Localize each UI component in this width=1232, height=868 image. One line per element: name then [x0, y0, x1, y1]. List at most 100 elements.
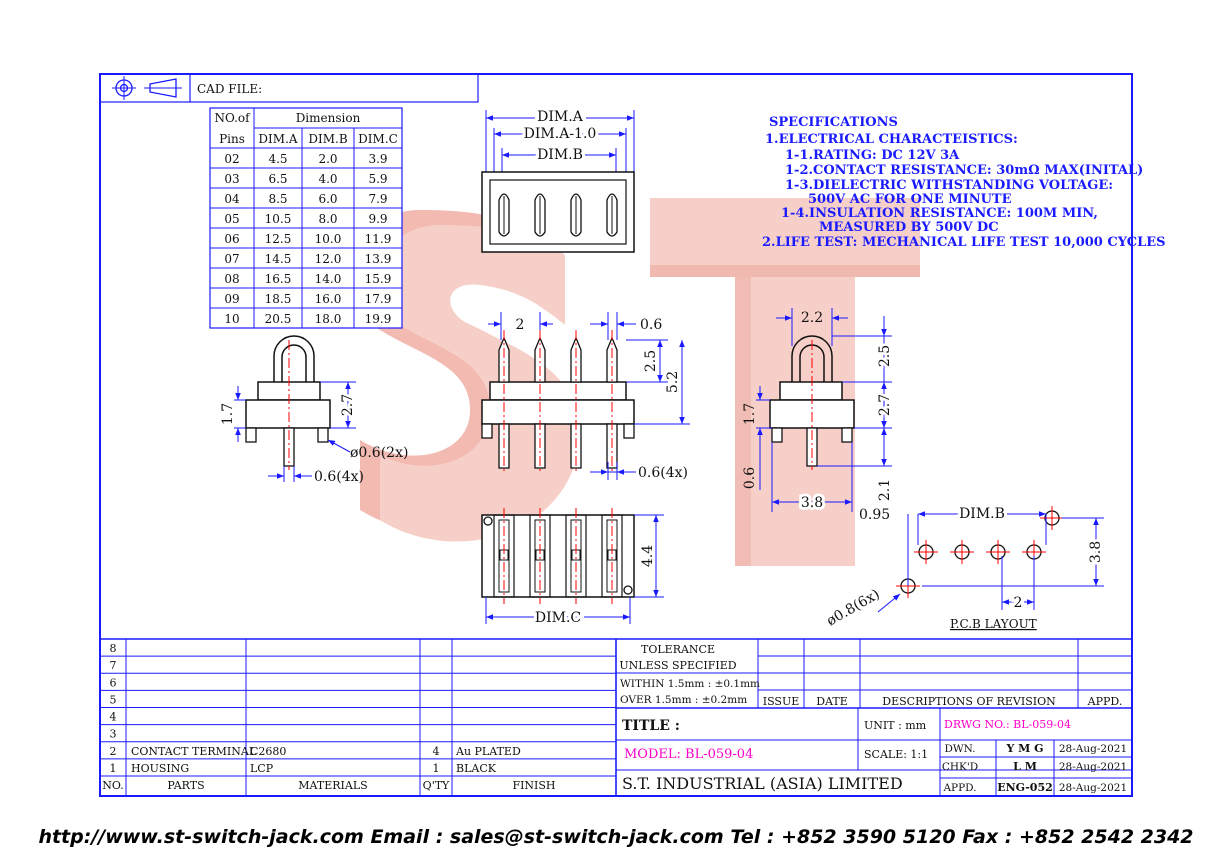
dim-a-minus-label: DIM.A-1.0 [524, 126, 597, 142]
dim-table-cell: 4.5 [268, 152, 287, 166]
dim-table-col-header: DIM.B [308, 132, 347, 146]
dim-table-header-noof: NO.of [214, 111, 251, 125]
tb-sign-date: 28-Aug-2021 [1059, 782, 1127, 794]
tb-row-number: 5 [110, 693, 117, 706]
dim-a-label: DIM.A [537, 109, 584, 125]
tb-sign-name: Y M G [1005, 742, 1043, 755]
left-2-7-label: 2.7 [340, 394, 356, 416]
dim-table-frame [209, 107, 403, 329]
dim-table-cell: 19.9 [365, 312, 392, 326]
tb-sign-name: L M [1013, 760, 1037, 773]
dim-table-cell: 13.9 [365, 252, 392, 266]
dim-table-cell-pins: 10 [224, 312, 239, 326]
bottom-slot-inner [534, 519, 546, 593]
dim-table-cell: 14.0 [315, 272, 342, 286]
tb-part-finish: Au PLATED [455, 745, 521, 758]
tb-tolerance-sub: UNLESS SPECIFIED [619, 659, 736, 672]
tb-part-qty: 4 [433, 745, 440, 758]
front-peg-left [481, 423, 493, 439]
right-2-5-label: 2.5 [877, 345, 893, 367]
left-hole-label: ø0.6(2x) [350, 445, 408, 461]
dim-table-cell: 10.0 [315, 232, 342, 246]
tb-scale: SCALE: 1:1 [864, 748, 928, 761]
tb-part-material: C2680 [250, 745, 286, 758]
dim-table-cell-pins: 09 [224, 292, 239, 306]
dim-table-cell: 3.9 [368, 152, 387, 166]
right-1-7-label: 1.7 [742, 403, 758, 425]
dim-table-col-header: DIM.C [358, 132, 398, 146]
footer-contact-line: http://www.st-switch-jack.com Email : sa… [38, 826, 1194, 848]
dim-table-cell: 17.9 [365, 292, 392, 306]
front-view: 2 0.6 2.5 5.2 0.6(4x) [481, 312, 690, 481]
spec-line-0: 1.ELECTRICAL CHARACTEISTICS: [765, 132, 1018, 147]
tb-parts-header: Q'TY [423, 779, 450, 792]
tb-part-name: HOUSING [131, 762, 189, 775]
left-tail-label: 0.6(4x) [314, 469, 364, 485]
spec-line-1: 1-1.RATING: DC 12V 3A [785, 148, 960, 163]
front-peg-right [623, 423, 635, 439]
dim-table-cell-pins: 03 [224, 172, 239, 186]
cad-file-header: CAD FILE: [99, 73, 479, 103]
cad-file-label: CAD FILE: [197, 82, 262, 96]
dim-b-top-label: DIM.B [537, 147, 583, 163]
tb-parts-header: FINISH [512, 779, 555, 792]
bottom-view: 4.4 DIM.C [481, 508, 664, 629]
dim-table-cell: 7.9 [368, 192, 387, 206]
tb-title-label: TITLE : [622, 718, 680, 734]
tb-appd-header: APPD. [1087, 695, 1123, 708]
tb-model: MODEL: BL-059-04 [624, 747, 753, 762]
bottom-slot-inner [570, 519, 582, 593]
total-height-label: 5.2 [665, 371, 681, 393]
pcb-2-label: 2 [1014, 595, 1023, 611]
dim-table-cell: 14.5 [265, 252, 292, 266]
tb-sign-name: ENG-052 [997, 781, 1053, 794]
tb-drwg-no: DRWG NO.: BL-059-04 [944, 718, 1071, 731]
tb-company: S.T. INDUSTRIAL (ASIA) LIMITED [622, 774, 903, 793]
top-view: DIM.A DIM.A-1.0 DIM.B [481, 106, 635, 253]
tb-parts-header: PARTS [167, 779, 204, 792]
dim-table-cell-pins: 05 [224, 212, 239, 226]
projection-cone-icon [149, 78, 177, 98]
dim-table-cell: 11.9 [365, 232, 392, 246]
dim-table-cell-pins: 04 [224, 192, 240, 206]
dim-table-header-dimension: Dimension [296, 111, 361, 125]
left-side-view: 1.7 2.7 ø0.6(2x) 0.6(4x) [220, 335, 408, 485]
tb-sign-role: CHK'D [942, 761, 978, 773]
dim-table-cell: 9.9 [368, 212, 387, 226]
tail-width-label: 0.6(4x) [638, 465, 688, 481]
dim-table-cell-pins: 07 [224, 252, 239, 266]
spec-line-6: MEASURED BY 500V DC [819, 220, 999, 235]
tb-sign-role: DWN. [944, 743, 975, 755]
pin-width-label: 0.6 [640, 317, 662, 333]
tb-row-number: 4 [110, 711, 117, 724]
dim-table-cell: 8.0 [318, 212, 337, 226]
tb-sign-date: 28-Aug-2021 [1059, 761, 1127, 773]
right-2-1-label: 2.1 [877, 479, 893, 501]
left-1-7-label: 1.7 [220, 403, 236, 425]
tb-sign-date: 28-Aug-2021 [1059, 743, 1127, 755]
tb-issue-header: ISSUE [763, 695, 800, 708]
dim-table-cell: 15.9 [365, 272, 392, 286]
tb-parts-header: MATERIALS [298, 779, 367, 792]
dim-table-cell: 2.0 [318, 152, 337, 166]
dim-table-cell: 20.5 [265, 312, 292, 326]
tb-sign-role: APPD. [942, 782, 976, 794]
pin-height-label: 2.5 [643, 350, 659, 372]
front-pin-top [534, 336, 546, 383]
tb-row-number: 3 [110, 728, 117, 741]
dim-table-header-pins: Pins [219, 132, 245, 146]
pcb-3-8-label: 3.8 [1088, 541, 1104, 563]
tb-part-finish: BLACK [456, 762, 497, 775]
spec-line-7: 2.LIFE TEST: MECHANICAL LIFE TEST 10,000… [762, 235, 1166, 250]
right-2-7-label: 2.7 [877, 394, 893, 416]
pcb-hole-label: ø0.8(6x) [824, 586, 883, 629]
pcb-layout-title: P.C.B LAYOUT [950, 617, 1037, 631]
dim-table-cell: 16.5 [265, 272, 292, 286]
dim-table-cell: 6.0 [318, 192, 337, 206]
dim-table-cell: 8.5 [268, 192, 287, 206]
tb-part-name: CONTACT TERMINAL [131, 745, 257, 758]
spec-line-5: 1-4.INSULATION RESISTANCE: 100M MIN, [781, 206, 1098, 221]
dim-table-cell: 12.5 [265, 232, 292, 246]
dim-table-cell: 18.0 [315, 312, 342, 326]
